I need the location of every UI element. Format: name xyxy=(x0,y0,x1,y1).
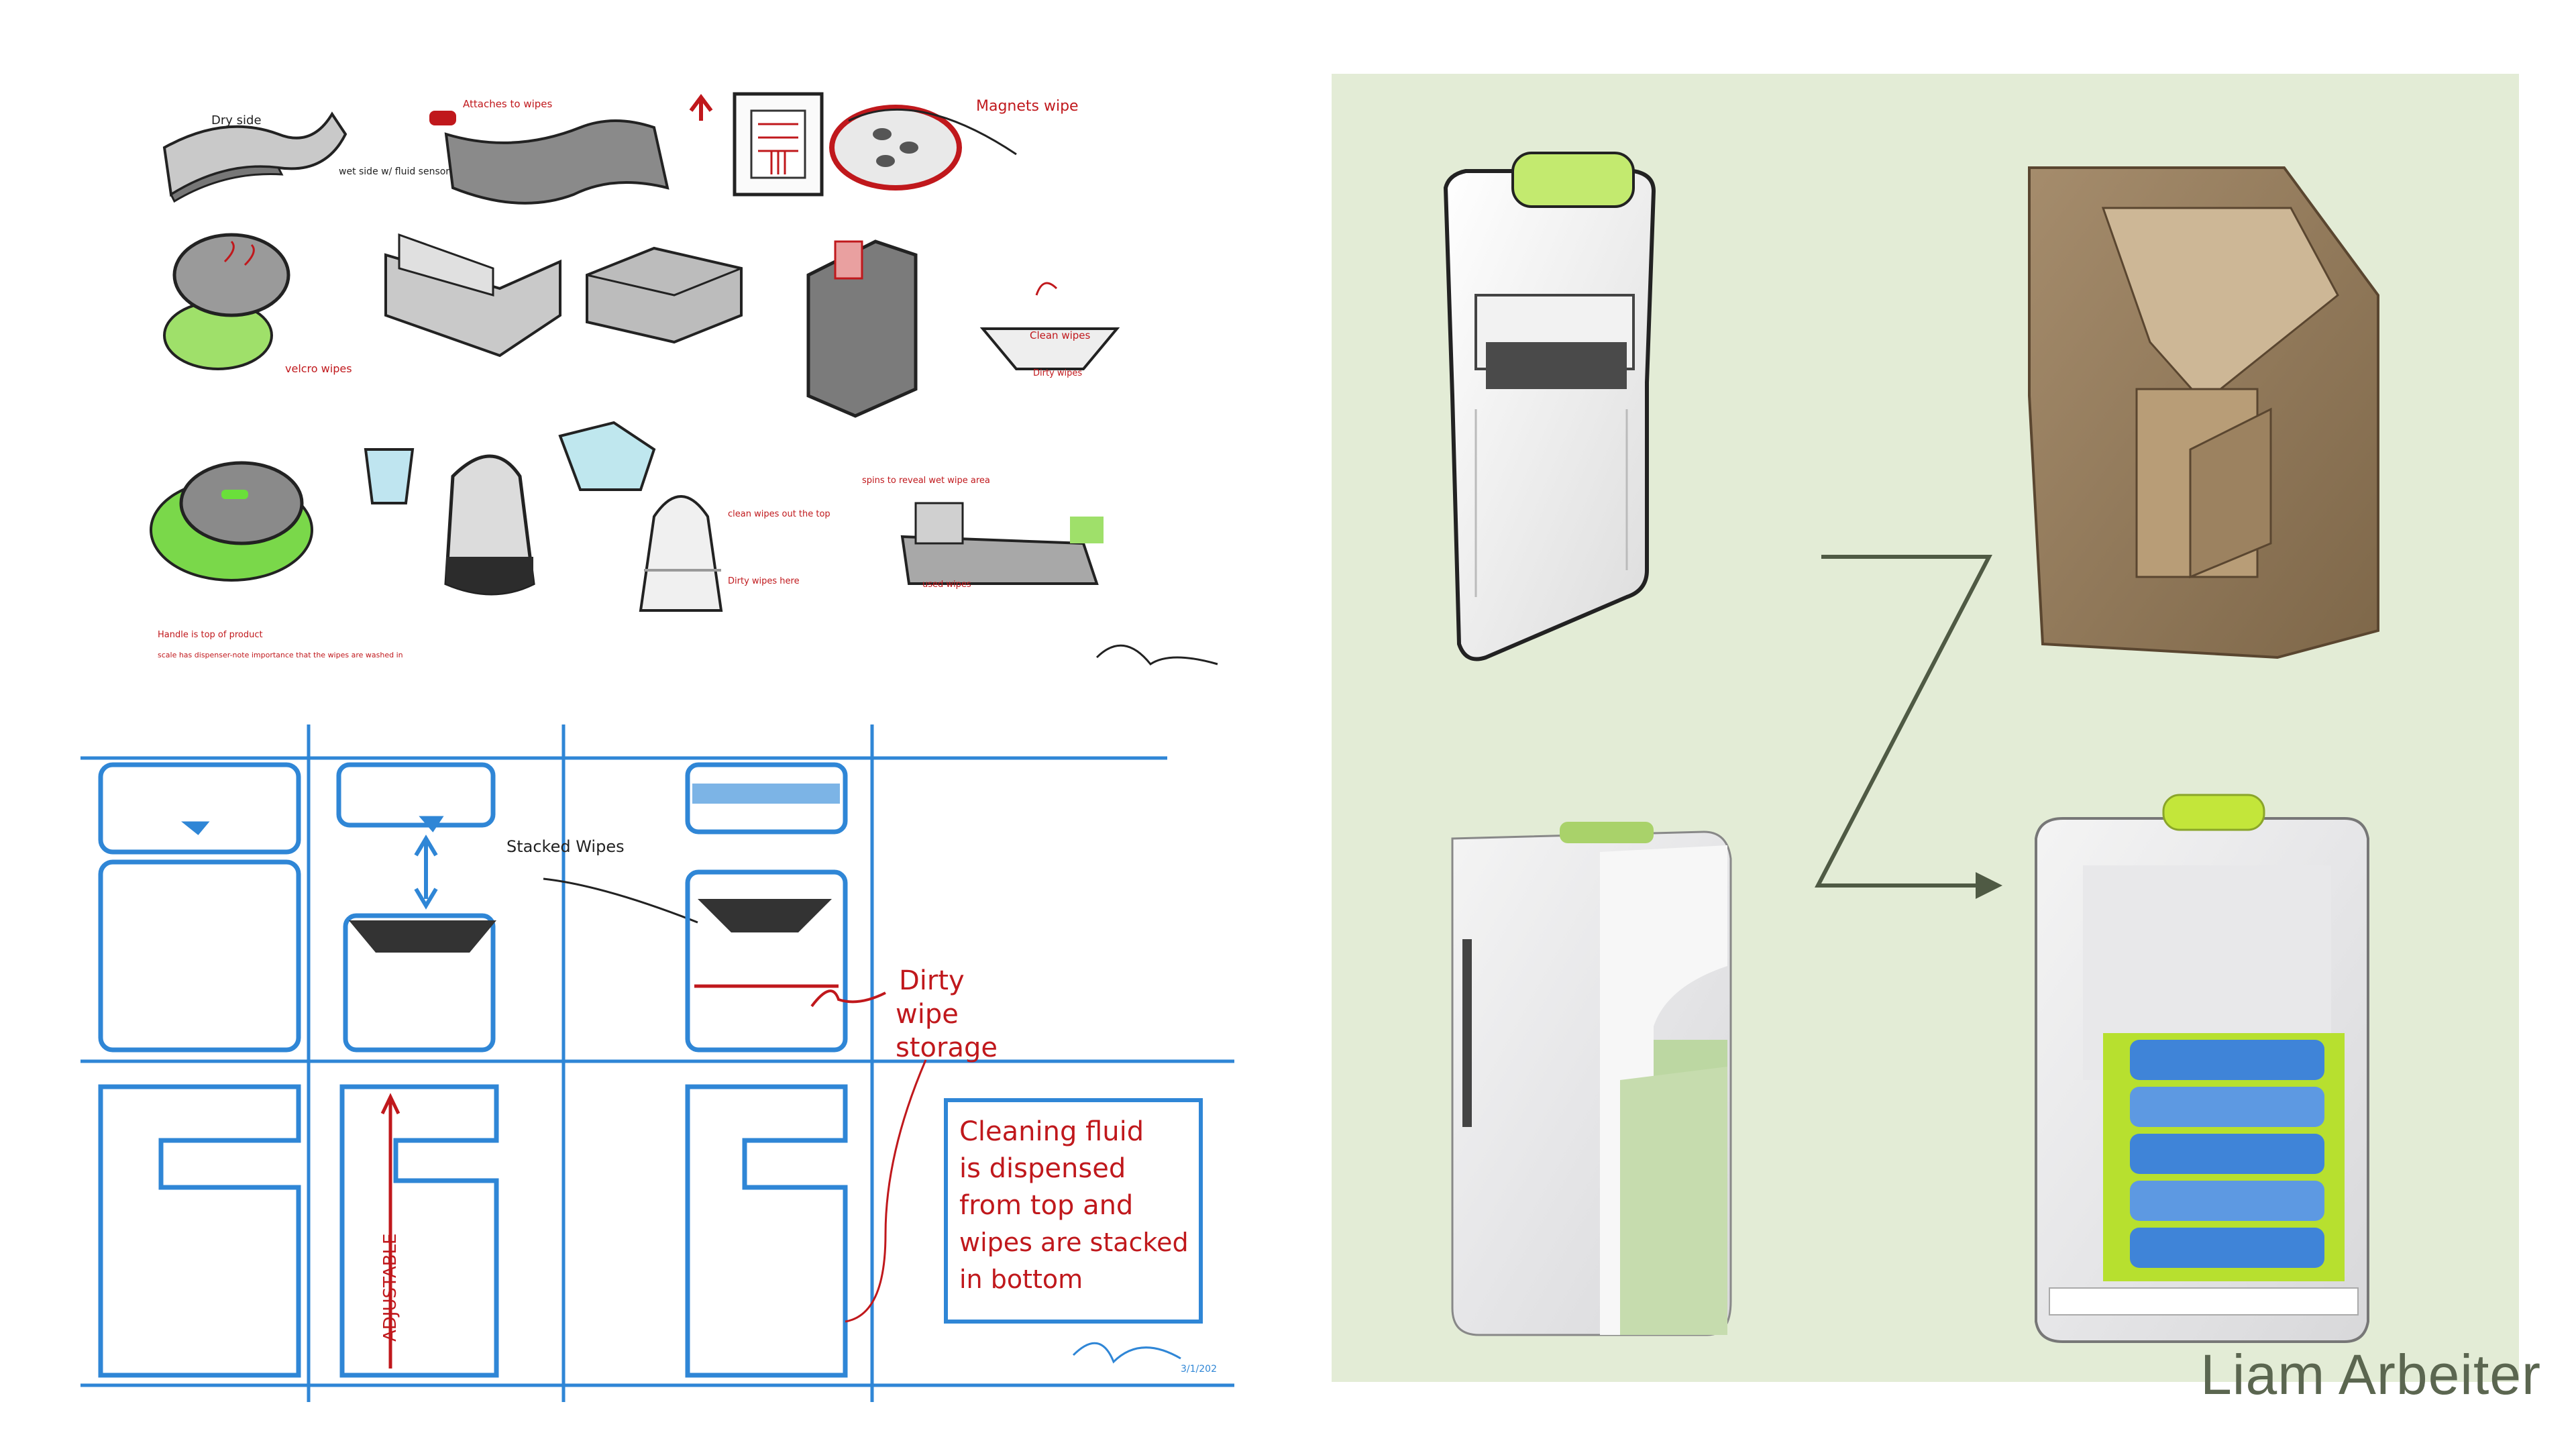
note-clean-top: clean wipes out the top xyxy=(728,509,830,519)
sketch-small-cube xyxy=(558,421,656,491)
plan-unit-2-bottom xyxy=(339,1084,499,1378)
callout-line-2: is dispensed xyxy=(959,1153,1126,1184)
sketch-spin-base xyxy=(900,502,1104,585)
sketch-cone xyxy=(639,495,723,612)
note-dry-side: Dry side xyxy=(211,113,262,127)
process-arrow-head xyxy=(1976,872,2002,899)
plan-sketch-sheet: Stacked Wipes ADJUSTABLE Dirty wipe stor… xyxy=(80,724,1234,1409)
render-marble-green-dispenser xyxy=(1451,822,1732,1336)
sketch-bottle-figure xyxy=(364,448,415,504)
render-white-dispenser xyxy=(1443,152,1656,661)
render-final-dispenser xyxy=(2035,794,2369,1343)
concept-sketches-drawing: Dry side wet side w/ fluid sensor Attach… xyxy=(150,92,1218,666)
note-spins: spins to reveal wet wipe area xyxy=(862,476,990,486)
plan-unit-1-top xyxy=(98,762,301,1053)
note-scale: scale has dispenser-note importance that… xyxy=(158,651,403,659)
sketch-curved-pad xyxy=(429,111,669,205)
note-dirty-here: Dirty wipes here xyxy=(728,576,800,586)
note-magnets-wipe: Magnets wipe xyxy=(976,98,1079,115)
author-name: Liam Arbeiter xyxy=(2200,1343,2541,1406)
callout-line-3: from top and xyxy=(959,1190,1133,1221)
note-storage: storage xyxy=(896,1032,998,1063)
callout-line-5: in bottom xyxy=(959,1265,1083,1294)
sketch-round-green-base xyxy=(150,461,313,582)
artist-signature-top xyxy=(1095,644,1218,666)
plan-unit-3-top xyxy=(685,762,848,1053)
note-used-wipes: used wipes xyxy=(922,580,971,590)
sketch-tall-dispenser xyxy=(806,239,918,418)
plan-fluid-reservoir xyxy=(692,784,840,804)
sketch-tray xyxy=(384,233,561,358)
product-renders xyxy=(1443,152,2379,1343)
note-velcro-wipes: velcro wipes xyxy=(285,362,352,375)
concept-sketch-sheet: Dry side wet side w/ fluid sensor Attach… xyxy=(144,74,1231,678)
plan-unit-2-top xyxy=(336,762,496,1053)
sketch-dispenser-card xyxy=(689,92,824,197)
plan-sketches-drawing: Stacked Wipes ADJUSTABLE Dirty wipe stor… xyxy=(80,724,1234,1402)
note-wet-side: wet side w/ fluid sensor xyxy=(339,166,449,177)
note-wipe: wipe xyxy=(896,999,959,1030)
note-dirty-wipes: Dirty wipes xyxy=(1033,368,1082,378)
stacked-wipes-drawing-2 xyxy=(698,899,832,932)
process-arrow xyxy=(1815,555,1992,888)
plan-unit-1-bottom xyxy=(98,1084,301,1378)
note-handle: Handle is top of product xyxy=(158,630,263,640)
note-dirty: Dirty xyxy=(899,965,965,996)
sketch-oval-holder xyxy=(163,233,290,370)
sketch-bowl xyxy=(979,282,1120,370)
sketch-wipe-wave xyxy=(162,111,347,203)
render-cardboard-prototype xyxy=(2028,166,2379,659)
note-clean-wipes: Clean wipes xyxy=(1030,329,1091,341)
artist-signature-bottom xyxy=(1072,1342,1181,1364)
sketch-date: 3/1/202 xyxy=(1181,1364,1217,1375)
callout-line-1: Cleaning fluid xyxy=(959,1116,1144,1147)
sketch-fluid-dispenser xyxy=(444,454,535,596)
note-stacked-wipes: Stacked Wipes xyxy=(506,837,625,856)
sketch-magnet-disc xyxy=(829,105,1017,191)
product-render-set xyxy=(1332,74,2519,1382)
stacked-wipes-drawing-1 xyxy=(349,920,496,953)
sketch-box-dispenser xyxy=(586,246,743,344)
callout-box xyxy=(944,1098,1203,1324)
plan-unit-3-bottom xyxy=(685,1084,848,1378)
callout-line-4: wipes are stacked xyxy=(959,1228,1189,1257)
note-attaches: Attaches to wipes xyxy=(463,98,553,110)
